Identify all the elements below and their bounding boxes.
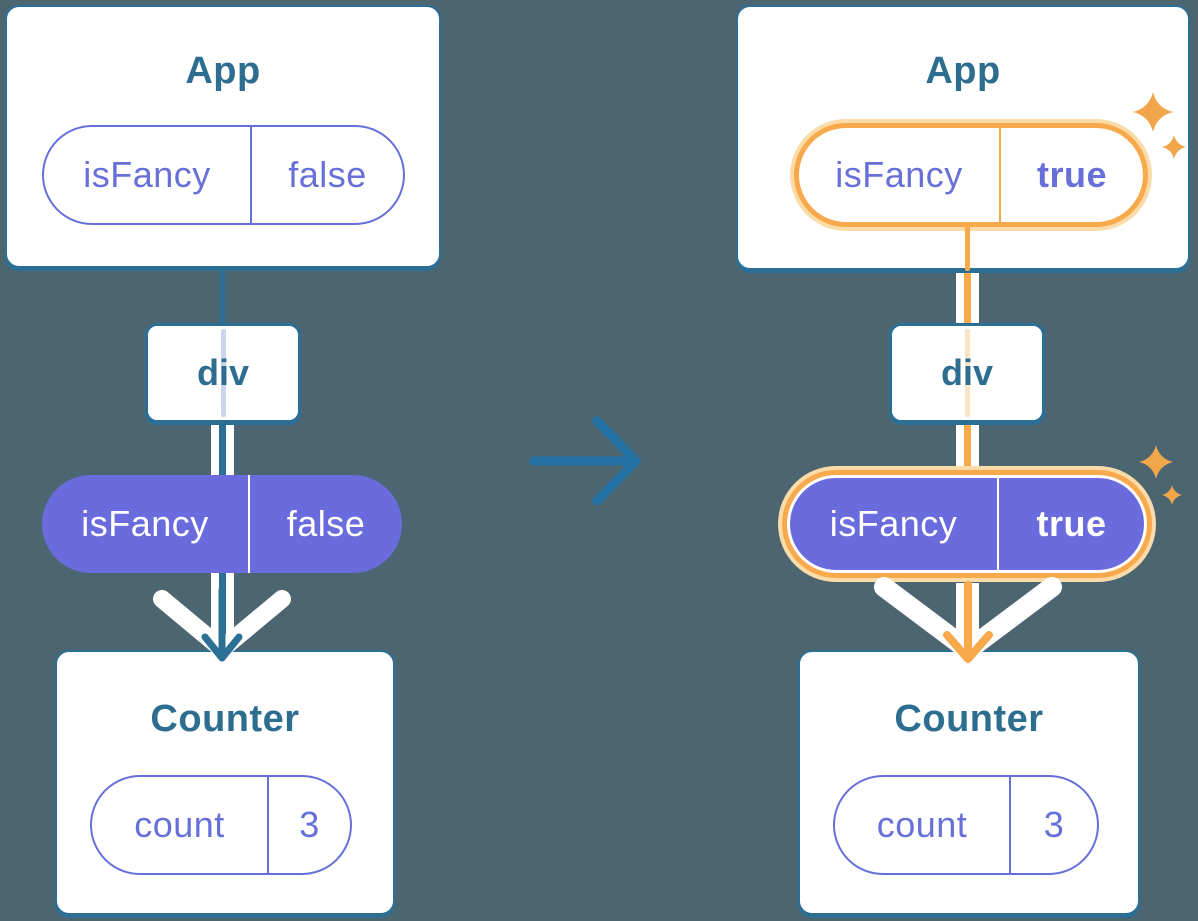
prop-name: isFancy bbox=[42, 475, 250, 573]
edge-app-to-div-left bbox=[219, 258, 225, 325]
edge-prop-to-counter-right bbox=[955, 583, 979, 645]
edge-div-to-prop-left bbox=[210, 420, 234, 478]
app-card-right: App isFancy true bbox=[736, 5, 1190, 270]
right-arrow-icon bbox=[529, 416, 641, 506]
state-pill-isfancy-right-highlighted: isFancy true bbox=[794, 123, 1148, 227]
state-value: true bbox=[1036, 154, 1107, 195]
counter-card-right: Counter count 3 bbox=[798, 650, 1140, 915]
state-value: 3 bbox=[1043, 804, 1065, 845]
app-card-title: App bbox=[185, 50, 261, 92]
prop-pill-isfancy-left: isFancy false bbox=[42, 475, 402, 573]
edge-pill-to-cardedge-right bbox=[964, 225, 970, 271]
prop-name: isFancy bbox=[790, 478, 999, 570]
state-value: 3 bbox=[299, 804, 320, 845]
state-name: isFancy bbox=[799, 128, 1001, 222]
div-node-right: div bbox=[889, 323, 1045, 423]
edge-prop-to-counter-left bbox=[210, 571, 234, 645]
state-pill-isfancy-left: isFancy false bbox=[42, 125, 405, 225]
pass-through-line bbox=[964, 329, 970, 417]
app-card-left: App isFancy false bbox=[5, 5, 441, 268]
prop-value: false bbox=[286, 503, 366, 544]
counter-card-title: Counter bbox=[150, 698, 300, 740]
counter-card-title: Counter bbox=[894, 698, 1044, 740]
app-card-title: App bbox=[925, 50, 1001, 92]
state-pill-count-right: count 3 bbox=[833, 775, 1099, 875]
edge-div-to-prop-right bbox=[955, 420, 979, 478]
state-value: false bbox=[288, 154, 367, 195]
prop-value: true bbox=[1036, 503, 1107, 544]
pass-through-line bbox=[220, 329, 226, 417]
edge-app-to-div-right bbox=[955, 267, 979, 325]
sparkle-icon bbox=[1139, 445, 1182, 505]
state-name: count bbox=[835, 777, 1011, 873]
counter-card-left: Counter count 3 bbox=[55, 650, 395, 915]
div-node-label: div bbox=[196, 352, 249, 393]
state-pill-count-left: count 3 bbox=[90, 775, 352, 875]
state-name: isFancy bbox=[44, 127, 252, 223]
prop-pill-isfancy-right-highlighted: isFancy true bbox=[787, 475, 1147, 573]
state-name: count bbox=[92, 777, 269, 873]
div-node-label: div bbox=[940, 352, 993, 393]
div-node-left: div bbox=[145, 323, 301, 423]
